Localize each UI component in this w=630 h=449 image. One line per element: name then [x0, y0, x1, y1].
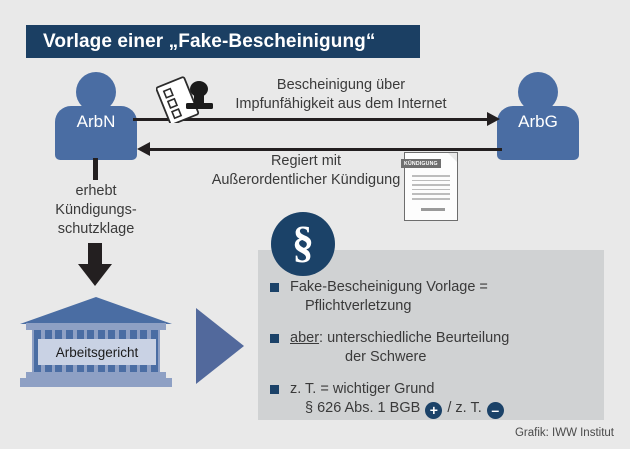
flow-label-top: Bescheinigung über Impfunfähigkeit aus d… — [196, 76, 486, 114]
document-text-lines — [412, 175, 450, 203]
list-item: z. T. = wichtiger Grund § 626 Abs. 1 BGB… — [268, 380, 598, 419]
arrow-employer-to-employee — [150, 148, 502, 151]
arrow-head-right-icon — [487, 112, 500, 126]
court-building-icon: Arbeitsgericht — [20, 297, 172, 387]
court-roof — [20, 297, 172, 324]
page-title: Vorlage einer „Fake-Bescheinigung“ — [43, 30, 376, 52]
court-label: Arbeitsgericht — [55, 344, 139, 360]
bullet-3-line1: z. T. = wichtiger Grund — [290, 381, 435, 397]
arrow-employee-to-employer — [133, 118, 489, 121]
flow-label-vertical-line1: erhebt — [75, 183, 117, 199]
court-sign: Arbeitsgericht — [38, 339, 156, 365]
flow-label-vertical: erhebt Kündigungs- schutzklage — [26, 182, 166, 239]
flow-label-bottom: Regiert mit Außerordentlicher Kündigung — [186, 152, 426, 190]
person-head-icon — [518, 72, 558, 112]
bullet-3-separator: / z. T. — [443, 400, 486, 416]
actor-employee: ArbN — [55, 72, 137, 160]
triangle-pointer-icon — [196, 308, 244, 384]
bullet-2-line1: : unterschiedliche Beurteilung — [319, 330, 510, 346]
bullet-square-icon — [270, 283, 279, 292]
court-base-upper — [26, 372, 166, 378]
termination-document-icon: KÜNDIGUNG — [401, 152, 458, 221]
person-head-icon — [76, 72, 116, 112]
stamp-certificate-icon — [155, 73, 218, 126]
bullet-3-line2: § 626 Abs. 1 BGB + / z. T. – — [290, 399, 598, 419]
bullet-3-statute: § 626 Abs. 1 BGB — [305, 400, 425, 416]
footer-credit: Grafik: IWW Institut — [514, 427, 614, 439]
termination-document-banner: KÜNDIGUNG — [401, 159, 441, 168]
bullet-2-line2: der Schwere — [345, 349, 427, 365]
paragraph-symbol-badge: § — [271, 212, 335, 276]
minus-badge-icon: – — [486, 402, 504, 419]
bullet-square-icon — [270, 385, 279, 394]
list-item: Fake-Bescheinigung Vorlage = Pflichtverl… — [268, 278, 598, 316]
page-title-bar: Vorlage einer „Fake-Bescheinigung“ — [26, 25, 420, 58]
flow-label-bottom-line1: Regiert mit — [270, 153, 342, 169]
arrow-head-down-icon — [78, 264, 112, 286]
person-body-icon — [55, 106, 137, 160]
actor-employee-label: ArbN — [76, 112, 116, 131]
flow-label-bottom-line2: Außerordentlicher Kündigung — [211, 172, 401, 188]
flow-label-top-line2: Impfunfähigkeit aus dem Internet — [235, 96, 447, 112]
document-dogear-icon — [448, 153, 457, 162]
legal-bullet-list: Fake-Bescheinigung Vorlage = Pflichtverl… — [268, 278, 598, 432]
actor-employer-label: ArbG — [518, 112, 558, 131]
document-signature-line — [421, 208, 445, 211]
court-entablature — [26, 323, 166, 330]
vertical-arrow-shaft — [88, 243, 102, 265]
paragraph-symbol: § — [292, 218, 314, 267]
bullet-1-line2: Pflichtverletzung — [305, 298, 412, 314]
bullet-2-emphasis: aber — [290, 330, 320, 346]
bullet-square-icon — [270, 334, 279, 343]
list-item: aber: unterschiedliche Beurteilung der S… — [268, 329, 598, 367]
flow-label-vertical-line3: schutzklage — [57, 221, 135, 237]
arrow-head-left-icon — [137, 142, 150, 156]
vertical-flow-stem — [93, 158, 98, 180]
flow-label-vertical-line2: Kündigungs- — [55, 202, 137, 218]
person-body-icon — [497, 106, 579, 160]
court-base-lower — [20, 378, 172, 387]
bullet-1-line1: Fake-Bescheinigung Vorlage = — [290, 279, 488, 295]
plus-badge-icon: + — [425, 402, 443, 419]
flow-label-top-line1: Bescheinigung über — [276, 77, 406, 93]
actor-employer: ArbG — [497, 72, 579, 160]
legal-info-panel — [258, 250, 604, 420]
